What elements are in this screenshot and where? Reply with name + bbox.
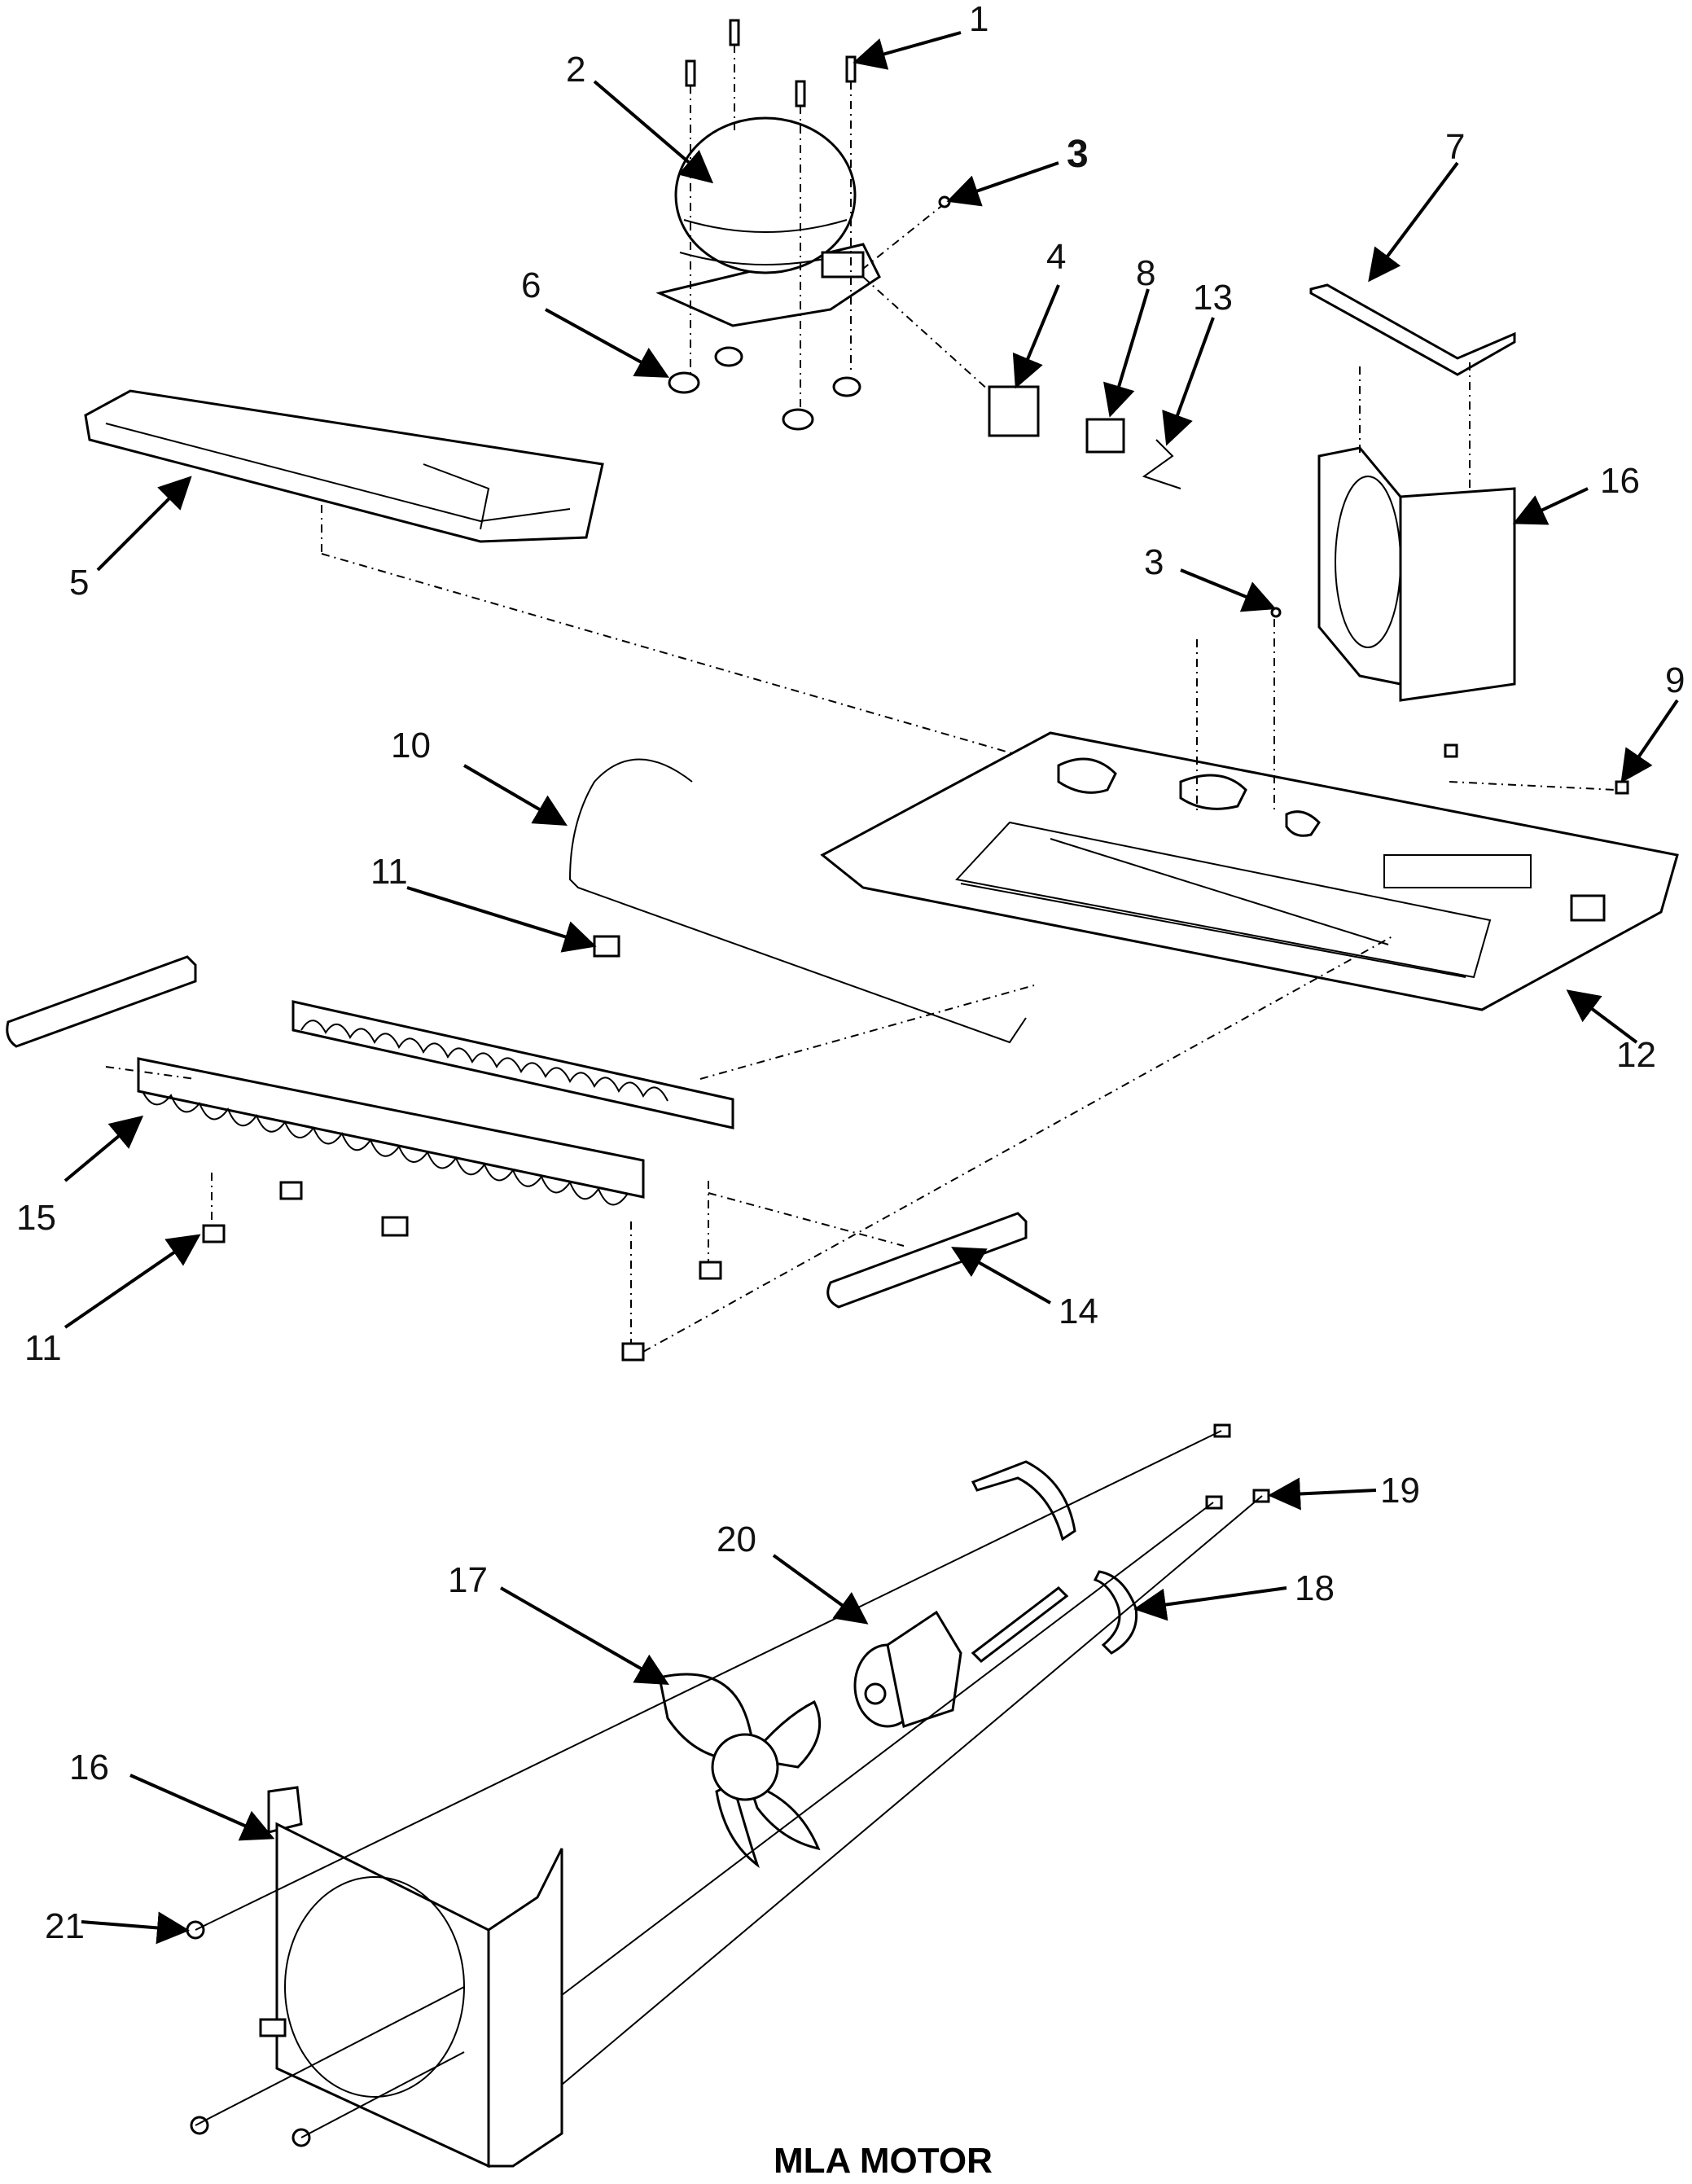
- fan-shroud-bottom: [259, 1786, 563, 2169]
- callout-13: 13: [1193, 278, 1233, 318]
- compressor: [655, 116, 881, 327]
- fan-motor: [853, 1610, 962, 1728]
- callout-21: 21: [45, 1906, 85, 1946]
- callout-19: 19: [1380, 1471, 1420, 1511]
- callout-18: 18: [1295, 1568, 1335, 1608]
- callout-6: 6: [521, 265, 541, 305]
- callout-11-low: 11: [24, 1328, 62, 1368]
- base-pan: [820, 619, 1679, 1011]
- foam-strips: [6, 955, 1028, 1309]
- callout-14: 14: [1059, 1292, 1098, 1331]
- fan-blade: [658, 1673, 822, 1869]
- callout-1: 1: [969, 0, 988, 39]
- coil-clips: [202, 936, 1393, 1362]
- drain-tube: [568, 758, 1027, 1044]
- callout-8: 8: [1136, 253, 1155, 293]
- tube-clip: [593, 935, 620, 958]
- callout-15: 15: [16, 1198, 56, 1238]
- callout-17: 17: [448, 1560, 488, 1600]
- callout-9: 9: [1665, 660, 1685, 700]
- callout-10: 10: [391, 726, 431, 765]
- fan-shroud-top: [1309, 283, 1516, 702]
- callout-7: 7: [1445, 127, 1465, 167]
- leader-arrows: [64, 31, 1679, 1945]
- callout-20: 20: [717, 1520, 756, 1559]
- motor-brackets: [971, 1460, 1138, 1663]
- grommets: [668, 346, 861, 431]
- overload-relay: [862, 203, 1181, 489]
- condenser-coil: [137, 1000, 734, 1344]
- callout-2: 2: [566, 50, 585, 90]
- callout-16-bottom: 16: [69, 1748, 109, 1787]
- callout-11-mid: 11: [370, 852, 408, 892]
- diagram-caption: MLA MOTOR: [774, 2141, 993, 2181]
- mount-screws: [685, 19, 857, 415]
- callout-16-top: 16: [1600, 461, 1640, 501]
- callout-3-mid: 3: [1144, 542, 1164, 582]
- callout-5: 5: [69, 563, 89, 603]
- callout-12: 12: [1616, 1035, 1656, 1075]
- drain-pan: [84, 389, 1027, 758]
- callout-3-top: 3: [1067, 133, 1089, 176]
- callout-4: 4: [1046, 237, 1066, 277]
- small-screws: [938, 195, 1629, 795]
